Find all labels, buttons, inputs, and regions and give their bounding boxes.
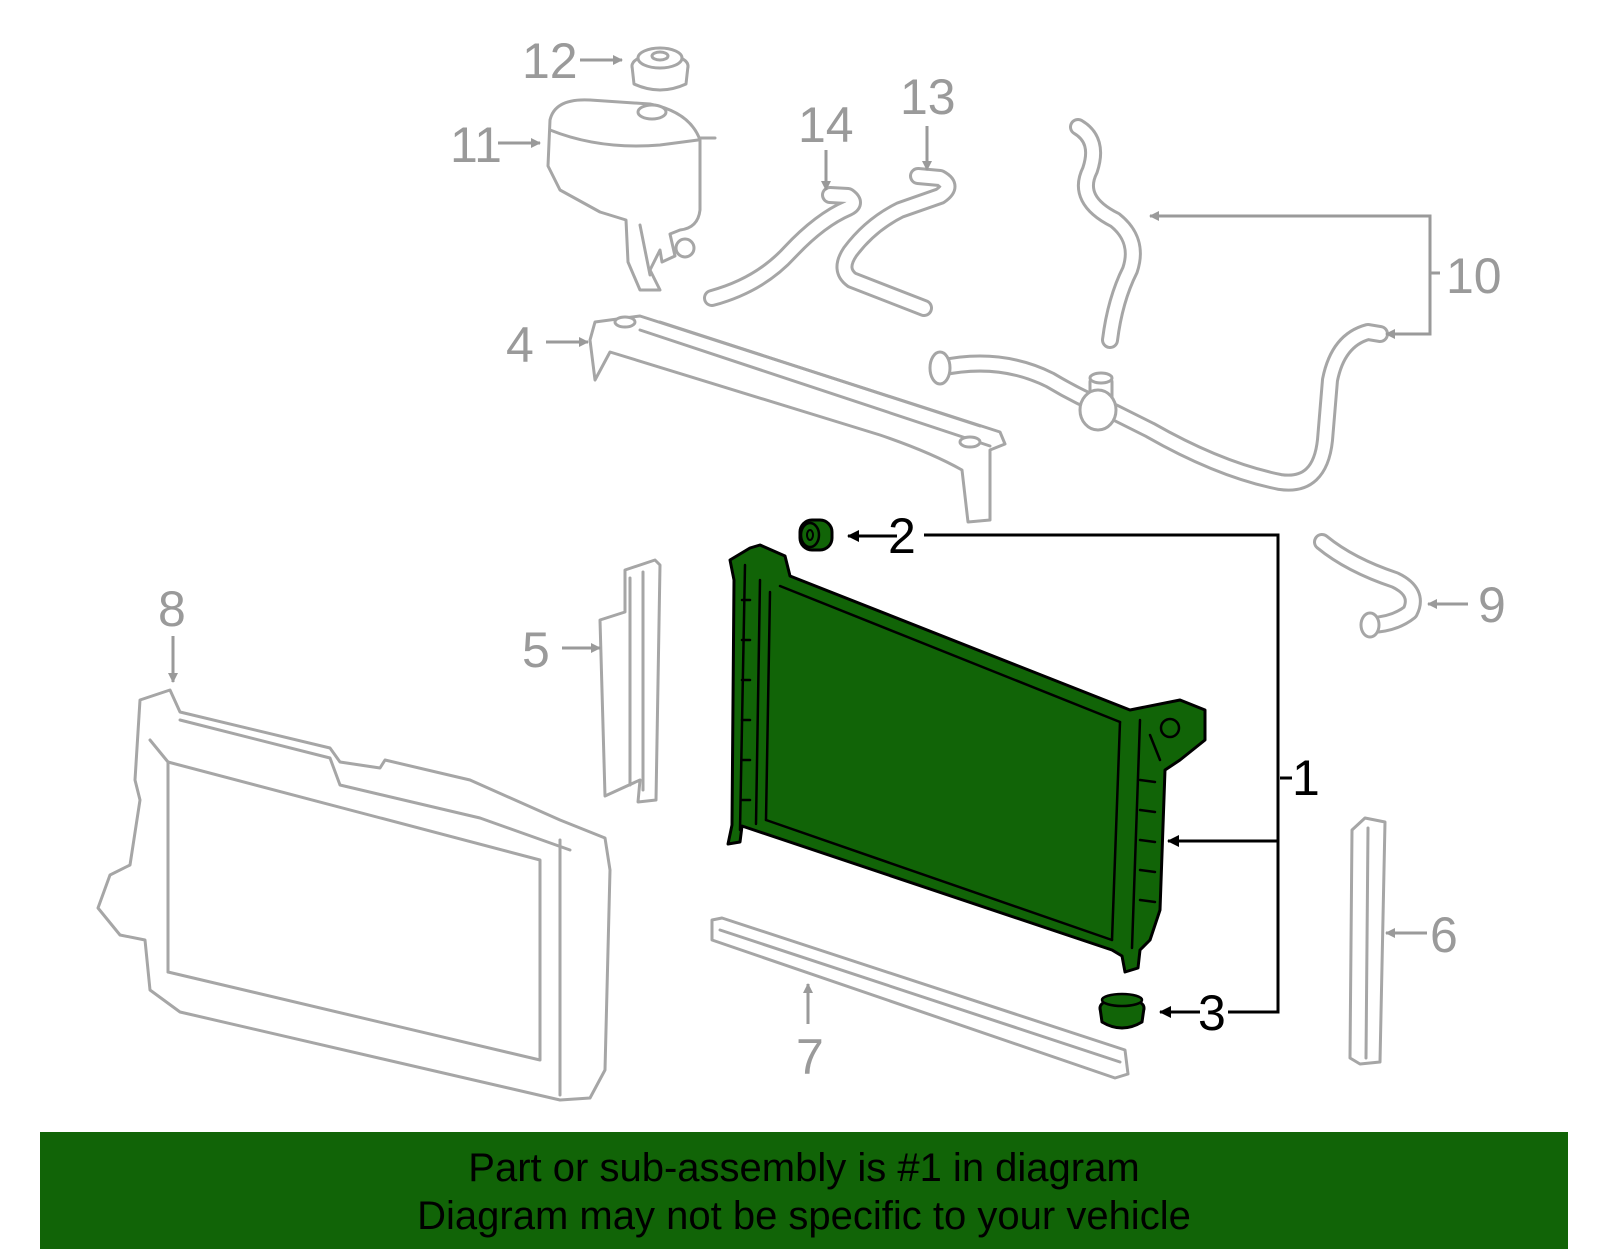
part-6-side-baffle[interactable]	[1348, 816, 1387, 1066]
leader-lines	[168, 55, 1468, 1024]
part-5-side-baffle[interactable]	[598, 558, 662, 804]
part-8-support-frame[interactable]	[96, 688, 612, 1102]
part-10-upper-hose[interactable]	[928, 118, 1389, 492]
callout-14: 14	[798, 97, 854, 153]
callout-13: 13	[900, 69, 956, 125]
callout-3: 3	[1198, 985, 1226, 1041]
info-banner: Part or sub-assembly is #1 in diagram Di…	[40, 1132, 1568, 1249]
part-14-hose[interactable]	[703, 186, 862, 307]
part-1-radiator[interactable]	[726, 543, 1207, 974]
part-9-hose[interactable]	[1313, 533, 1422, 639]
part-11-reservoir[interactable]	[546, 98, 717, 292]
callout-7: 7	[796, 1029, 824, 1085]
callout-9: 9	[1478, 577, 1506, 633]
callout-labels: 1 2 3 4 5 6 7 8 9 10 11 12 13 14	[158, 33, 1506, 1085]
part-3-insulator[interactable]	[1098, 992, 1146, 1030]
callout-6: 6	[1430, 907, 1458, 963]
callout-4: 4	[506, 317, 534, 373]
part-7-lower-baffle[interactable]	[710, 916, 1130, 1080]
banner-line-part: Part or sub-assembly is #1 in diagram	[468, 1146, 1140, 1190]
callout-8: 8	[158, 581, 186, 637]
callout-1: 1	[1292, 750, 1320, 806]
part-4-upper-baffle[interactable]	[588, 314, 1007, 524]
callout-10: 10	[1446, 248, 1502, 304]
callout-11: 11	[450, 117, 502, 173]
banner-line-disclaimer: Diagram may not be specific to your vehi…	[417, 1194, 1191, 1238]
callout-5: 5	[522, 622, 550, 678]
callout-2: 2	[888, 508, 916, 564]
part-2-insulator[interactable]	[798, 518, 834, 552]
part-12-cap[interactable]	[630, 46, 690, 92]
callout-12: 12	[522, 33, 578, 89]
part-13-hose[interactable]	[835, 167, 957, 317]
